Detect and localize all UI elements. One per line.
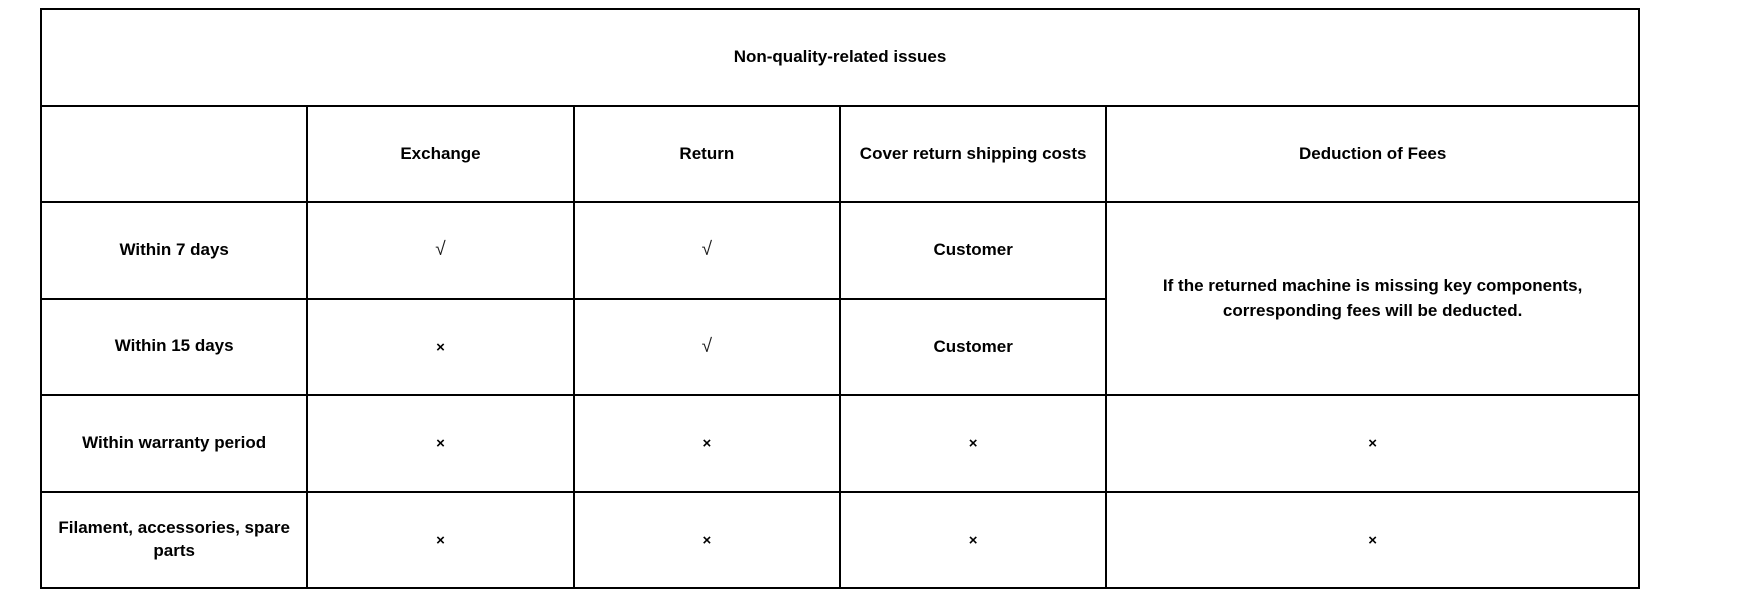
cell-warranty-return: × [572,394,841,493]
title-row: Non-quality-related issues [40,8,1640,107]
cell-15days-return: √ [572,297,841,396]
cross-icon: × [436,435,445,453]
check-icon: √ [701,239,713,261]
check-icon: √ [701,335,713,357]
header-row: Exchange Return Cover return shipping co… [39,104,1640,203]
cross-icon: × [702,531,712,549]
cell-15days-exchange: × [306,297,575,396]
col-header-empty [39,104,309,203]
col-header-fees: Deduction of Fees [1105,104,1640,203]
cell-warranty-shipping: × [838,394,1108,493]
table-row-filament-accessories: Filament, accessories, spare parts × × ×… [39,490,1640,589]
row-label-within-7-days: Within 7 days [39,201,309,300]
col-header-exchange: Exchange [306,104,575,203]
col-header-shipping: Cover return shipping costs [838,104,1108,203]
check-icon: √ [435,239,446,261]
cell-7days-shipping: Customer [838,201,1108,300]
cell-fees-note: If the returned machine is missing key c… [1105,201,1640,396]
col-header-return: Return [572,104,841,203]
table-title: Non-quality-related issues [40,8,1640,107]
cross-icon: × [968,435,978,453]
cell-filament-return: × [572,490,841,589]
cell-7days-exchange: √ [306,201,575,300]
cross-icon: × [1368,435,1378,453]
cross-icon: × [1368,531,1378,549]
cell-filament-shipping: × [838,490,1108,589]
cell-filament-fees: × [1105,490,1640,589]
cross-icon: × [436,531,445,549]
cross-icon: × [702,435,712,453]
table-row-within-7-days: Within 7 days √ √ Customer If the return… [39,201,1640,396]
cell-warranty-exchange: × [306,394,575,493]
cross-icon: × [436,338,445,356]
cell-filament-exchange: × [306,490,575,589]
cell-warranty-fees: × [1105,394,1640,493]
cell-15days-shipping: Customer [838,297,1108,396]
cell-7days-return: √ [572,201,841,300]
table-row-warranty-period: Within warranty period × × × × [39,394,1640,493]
row-label-warranty-period: Within warranty period [39,394,309,493]
row-label-filament-accessories: Filament, accessories, spare parts [39,490,309,589]
return-policy-table: Non-quality-related issues Exchange Retu… [39,8,1640,589]
table-row-within-15-days: Within 15 days × √ Customer [39,297,1639,396]
cross-icon: × [968,531,978,549]
row-label-within-15-days: Within 15 days [39,297,309,396]
